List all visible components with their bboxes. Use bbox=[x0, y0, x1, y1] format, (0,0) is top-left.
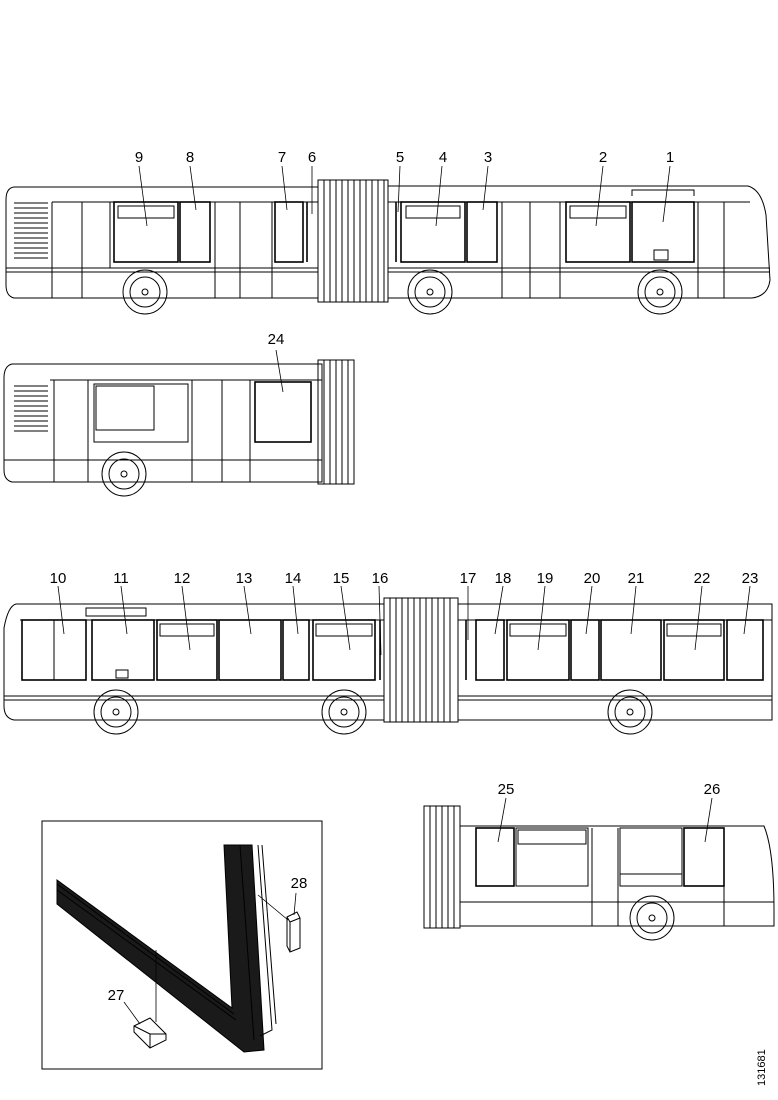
articulation-bellows bbox=[317, 179, 389, 303]
callout-4: 4 bbox=[439, 149, 447, 166]
callout-28: 28 bbox=[291, 875, 308, 892]
wheel bbox=[93, 689, 139, 735]
figure-code: 131681 bbox=[756, 1049, 768, 1086]
callout-20: 20 bbox=[584, 570, 601, 587]
window-3 bbox=[466, 201, 498, 263]
wheel bbox=[122, 269, 168, 315]
bus-front-section-view: 24 bbox=[3, 331, 355, 497]
callout-6: 6 bbox=[308, 149, 316, 166]
engine-grille bbox=[14, 385, 48, 432]
window-18 bbox=[475, 619, 505, 681]
callout-22: 22 bbox=[694, 570, 711, 587]
callout-10: 10 bbox=[50, 570, 67, 587]
wheel bbox=[629, 895, 675, 941]
window-23 bbox=[726, 619, 764, 681]
bus-side-view-left: 9 8 7 6 5 4 3 2 1 bbox=[5, 149, 771, 315]
engine-grille bbox=[14, 202, 48, 259]
articulation-bellows bbox=[383, 597, 459, 723]
callout-2: 2 bbox=[599, 149, 607, 166]
wheel bbox=[321, 689, 367, 735]
window-14 bbox=[282, 619, 310, 681]
callout-13: 13 bbox=[236, 570, 253, 587]
bus-rear-section-view: 25 26 bbox=[423, 781, 775, 941]
window-12 bbox=[156, 619, 218, 681]
callout-8: 8 bbox=[186, 149, 194, 166]
window-26 bbox=[683, 827, 725, 887]
wheel bbox=[407, 269, 453, 315]
window-15 bbox=[312, 619, 376, 681]
wheel bbox=[607, 689, 653, 735]
window-1 bbox=[631, 201, 695, 263]
callout-26: 26 bbox=[704, 781, 721, 798]
callout-25: 25 bbox=[498, 781, 515, 798]
window-4 bbox=[400, 201, 466, 263]
wheel bbox=[637, 269, 683, 315]
window-11 bbox=[91, 619, 155, 681]
callout-21: 21 bbox=[628, 570, 645, 587]
seal-block-27 bbox=[133, 1017, 167, 1049]
window-20 bbox=[570, 619, 600, 681]
callout-14: 14 bbox=[285, 570, 302, 587]
window-8 bbox=[179, 201, 211, 263]
window-21 bbox=[600, 619, 662, 681]
callout-5: 5 bbox=[396, 149, 404, 166]
callout-27: 27 bbox=[108, 987, 125, 1004]
callout-18: 18 bbox=[495, 570, 512, 587]
window-19 bbox=[506, 619, 570, 681]
articulation-bellows bbox=[317, 359, 355, 485]
window-7 bbox=[274, 201, 304, 263]
window-22 bbox=[663, 619, 725, 681]
window-25 bbox=[475, 827, 515, 887]
window-2 bbox=[565, 201, 631, 263]
callout-23: 23 bbox=[742, 570, 759, 587]
bus-side-view-right: 10 11 12 13 14 15 16 17 18 19 20 21 22 2… bbox=[3, 570, 773, 735]
window-24 bbox=[254, 381, 312, 443]
callout-12: 12 bbox=[174, 570, 191, 587]
seal-detail-inset: 28 27 bbox=[41, 820, 323, 1070]
callout-3: 3 bbox=[484, 149, 492, 166]
wheel bbox=[101, 451, 147, 497]
callout-9: 9 bbox=[135, 149, 143, 166]
callout-19: 19 bbox=[537, 570, 554, 587]
window-9 bbox=[113, 201, 179, 263]
callout-7: 7 bbox=[278, 149, 286, 166]
callout-1: 1 bbox=[666, 149, 674, 166]
callout-15: 15 bbox=[333, 570, 350, 587]
seal-block-28 bbox=[286, 911, 301, 953]
callout-17: 17 bbox=[460, 570, 477, 587]
callout-24: 24 bbox=[268, 331, 285, 348]
articulation-bellows bbox=[423, 805, 461, 929]
window-13 bbox=[218, 619, 282, 681]
callout-16: 16 bbox=[372, 570, 389, 587]
callout-11: 11 bbox=[113, 570, 129, 587]
